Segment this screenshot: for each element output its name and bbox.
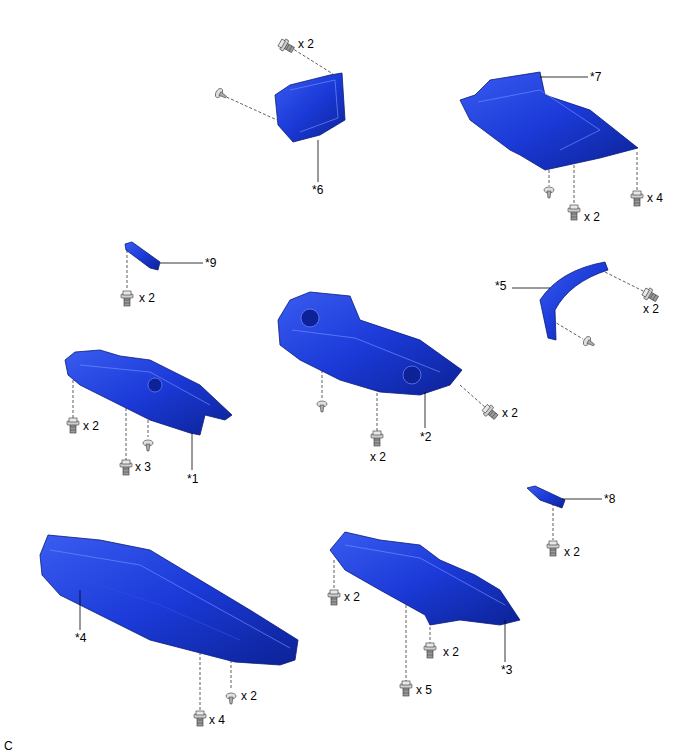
- callout-number: *3: [500, 663, 513, 677]
- callout-number: *2: [419, 430, 432, 444]
- callout-number: *6: [311, 183, 324, 197]
- quantity-label: x 2: [369, 450, 387, 464]
- quantity-label: x 2: [642, 302, 660, 316]
- quantity-label: x 2: [240, 689, 258, 703]
- figure-code: C: [3, 739, 14, 753]
- quantity-label: x 2: [442, 645, 460, 659]
- quantity-label: x 2: [343, 590, 361, 604]
- quantity-label: x 2: [138, 291, 156, 305]
- quantity-label: x 3: [134, 460, 152, 474]
- quantity-label: x 2: [501, 406, 519, 420]
- quantity-label: x 2: [82, 419, 100, 433]
- quantity-label: x 4: [208, 713, 226, 727]
- callout-number: *9: [204, 256, 217, 270]
- callout-number: *1: [186, 472, 199, 486]
- quantity-label: x 2: [583, 210, 601, 224]
- callout-number: *4: [74, 631, 87, 645]
- quantity-label: x 4: [646, 191, 664, 205]
- quantity-label: x 5: [415, 683, 433, 697]
- callout-number: *5: [494, 279, 507, 293]
- quantity-label: x 2: [297, 37, 315, 51]
- quantity-label: x 2: [563, 545, 581, 559]
- callout-number: *7: [589, 70, 602, 84]
- callout-number: *8: [603, 492, 616, 506]
